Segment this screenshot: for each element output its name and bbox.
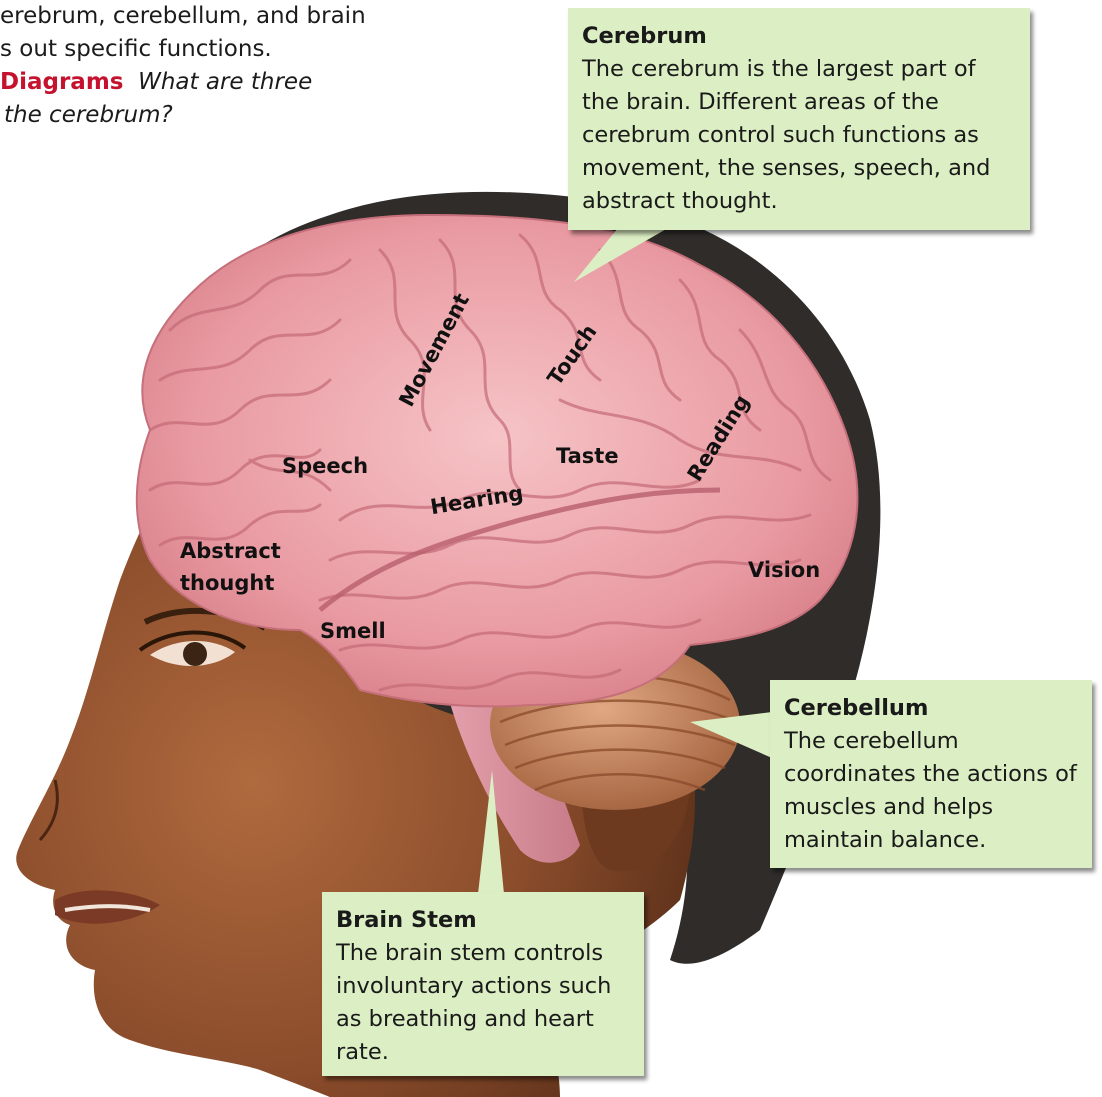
caption-question-line-1: Diagrams What are three xyxy=(0,66,400,99)
caption-highlight: Diagrams xyxy=(0,69,123,95)
region-label-abstract-thought: Abstract thought xyxy=(180,536,281,598)
brain-stem-callout-title: Brain Stem xyxy=(336,904,630,937)
cerebrum-callout: Cerebrum The cerebrum is the largest par… xyxy=(568,8,1030,230)
cerebrum-callout-title: Cerebrum xyxy=(582,20,1016,53)
cerebellum-callout-title: Cerebellum xyxy=(784,692,1078,725)
brain-stem-callout-body: The brain stem controls involuntary acti… xyxy=(336,937,630,1069)
region-label-smell: Smell xyxy=(320,616,386,646)
cerebellum-callout: Cerebellum The cerebellum coordinates th… xyxy=(770,680,1092,868)
region-label-speech: Speech xyxy=(282,451,368,481)
brain-stem-callout: Brain Stem The brain stem controls invol… xyxy=(322,892,644,1076)
caption-line-1: erebrum, cerebellum, and brain xyxy=(0,0,400,33)
region-label-abstract-line-2: thought xyxy=(180,568,281,598)
caption-question-line-2: the cerebrum? xyxy=(0,99,400,132)
figure-caption: erebrum, cerebellum, and brain s out spe… xyxy=(0,0,400,132)
caption-line-2: s out specific functions. xyxy=(0,33,400,66)
cerebellum-callout-body: The cerebellum coordinates the actions o… xyxy=(784,725,1078,857)
region-label-abstract-line-1: Abstract xyxy=(180,536,281,566)
region-label-vision: Vision xyxy=(748,555,820,585)
cerebrum-callout-body: The cerebrum is the largest part of the … xyxy=(582,53,1016,218)
region-label-taste: Taste xyxy=(556,441,619,471)
caption-question: What are three xyxy=(138,69,312,95)
